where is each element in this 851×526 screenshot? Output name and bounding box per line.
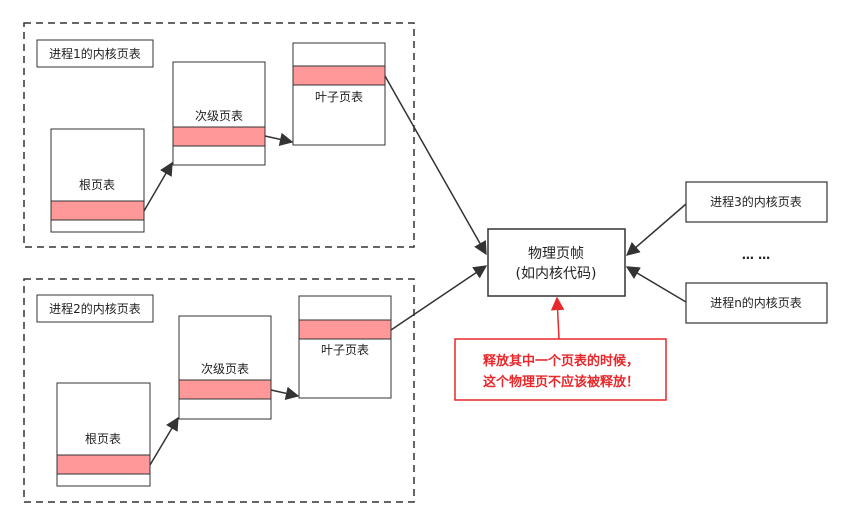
- physical-frame-node: 物理页帧 (如内核代码): [487, 228, 626, 297]
- warning-line1: 释放其中一个页表的时候，: [483, 353, 639, 369]
- process2-leaf-entry: [298, 319, 392, 340]
- physical-frame-line1: 物理页帧: [528, 246, 584, 262]
- process3-to-frame-arrow: [625, 203, 687, 256]
- process2-mid-to-leaf-arrow: [270, 386, 300, 400]
- warning-callout: 释放其中一个页表的时候， 这个物理页不应该被释放！: [454, 338, 667, 401]
- process2-mid-entry: [178, 379, 272, 400]
- processn-node: 进程n的内核页表: [685, 282, 828, 324]
- process2-leaf-table: [298, 295, 392, 399]
- process2-mid-table: [178, 315, 272, 420]
- process1-leaf-label: 叶子页表: [315, 90, 363, 104]
- process1-leaf-entry: [292, 65, 386, 86]
- ellipsis-text: … …: [742, 248, 770, 262]
- physical-frame-box: [487, 228, 626, 297]
- process2-title: 进程2的内核页表: [49, 301, 141, 316]
- process2-root-label: 根页表: [85, 432, 121, 446]
- process1-root-label: 根页表: [79, 178, 115, 192]
- processn-box: [685, 282, 828, 324]
- process1-leaf-to-frame-arrow: [384, 75, 487, 256]
- process3-node: 进程3的内核页表: [685, 181, 828, 223]
- process1-mid-label: 次级页表: [195, 109, 243, 123]
- processn-to-frame-arrow: [625, 266, 687, 303]
- process1-leaf-table: [292, 42, 386, 146]
- process1-group: 进程1的内核页表 根页表 次级页表 叶子页表: [23, 22, 415, 248]
- process2-root-to-mid-arrow: [149, 416, 179, 466]
- processn-title: 进程n的内核页表: [710, 295, 802, 310]
- process1-mid-entry: [172, 126, 266, 147]
- process1-root-entry: [50, 200, 145, 221]
- process1-mid-table: [172, 61, 266, 166]
- process2-leaf-label: 叶子页表: [321, 343, 369, 357]
- process2-root-entry: [56, 454, 151, 475]
- process1-root-to-mid-arrow: [143, 161, 173, 212]
- process2-leaf-to-frame-arrow: [390, 265, 488, 331]
- process2-dashed-border: [23, 278, 415, 503]
- process1-title-box: [36, 39, 154, 68]
- process1-mid-to-leaf-arrow: [264, 132, 294, 146]
- process2-group: 进程2的内核页表 根页表 次级页表 叶子页表: [23, 278, 415, 503]
- process3-box: [685, 181, 828, 223]
- process2-title-box: [36, 294, 154, 323]
- physical-frame-line2: (如内核代码): [516, 266, 597, 282]
- warning-box: [454, 338, 667, 401]
- warning-to-frame-arrow: [550, 296, 565, 340]
- process2-mid-label: 次级页表: [201, 362, 249, 376]
- warning-line2: 这个物理页不应该被释放！: [483, 374, 639, 390]
- process3-title: 进程3的内核页表: [710, 194, 802, 209]
- process1-title: 进程1的内核页表: [49, 46, 141, 61]
- process1-dashed-border: [23, 22, 415, 248]
